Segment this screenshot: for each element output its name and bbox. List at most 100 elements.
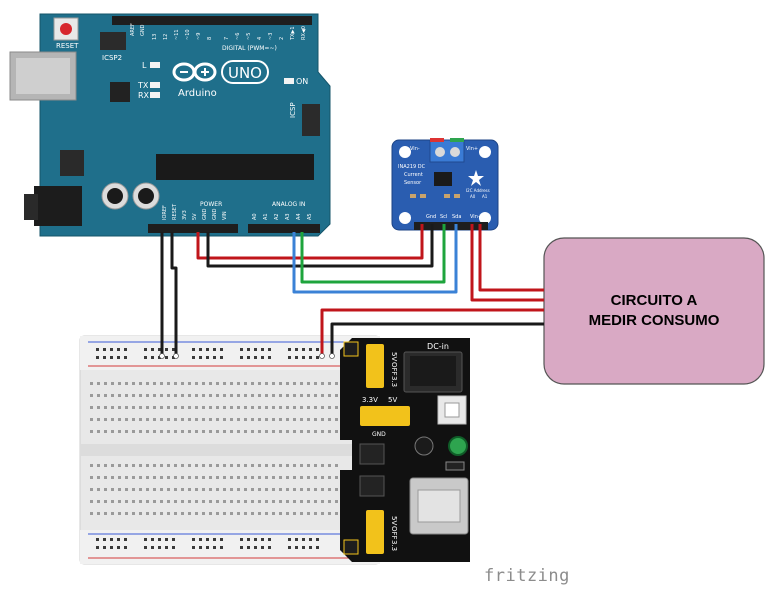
breadboard-hole <box>202 382 205 385</box>
breadboard-hole <box>188 488 191 491</box>
breadboard-hole <box>90 464 93 467</box>
breadboard-hole <box>300 488 303 491</box>
breadboard-hole <box>272 500 275 503</box>
breadboard-hole <box>254 546 257 549</box>
breadboard-hole <box>295 546 298 549</box>
breadboard-hole <box>96 546 99 549</box>
breadboard-hole <box>328 406 331 409</box>
breadboard-hole <box>316 356 319 359</box>
breadboard-hole <box>97 500 100 503</box>
breadboard-hole <box>111 430 114 433</box>
breadboard-hole <box>279 382 282 385</box>
breadboard-hole <box>328 488 331 491</box>
breadboard-hole <box>220 348 223 351</box>
breadboard-hole <box>286 500 289 503</box>
breadboard-hole <box>335 464 338 467</box>
breadboard-hole <box>125 476 128 479</box>
breadboard-hole <box>111 418 114 421</box>
breadboard-hole <box>172 538 175 541</box>
breadboard-hole <box>199 546 202 549</box>
breadboard-hole <box>97 394 100 397</box>
breadboard-hole <box>117 538 120 541</box>
vin-minus-label: Vin- <box>410 146 420 152</box>
sensor-pin-vcc: Vcc <box>402 214 411 220</box>
breadboard-hole <box>118 430 121 433</box>
breadboard-hole <box>261 546 264 549</box>
breadboard-hole <box>111 382 114 385</box>
breadboard-hole <box>223 500 226 503</box>
breadboard-hole <box>300 406 303 409</box>
breadboard-hole <box>268 356 271 359</box>
breadboard-hole <box>195 476 198 479</box>
led-tx-label: TX <box>137 81 149 90</box>
breadboard-hole <box>97 476 100 479</box>
breadboard-hole <box>202 476 205 479</box>
analog-pin-label: A0 <box>252 213 258 220</box>
sensor-title-1: INA219 DC <box>398 164 426 170</box>
breadboard-hole <box>230 418 233 421</box>
breadboard-hole <box>314 382 317 385</box>
breadboard-hole <box>188 464 191 467</box>
digital-pin-label: 12 <box>163 34 169 40</box>
breadboard-hole <box>223 512 226 515</box>
breadboard-hole <box>118 382 121 385</box>
wire-arduino-5v-to-sensor-vcc <box>196 224 424 260</box>
breadboard-hole <box>328 512 331 515</box>
wire-arduino-a4-to-sensor-sda <box>292 224 458 294</box>
breadboard-hole <box>111 406 114 409</box>
breadboard-hole <box>151 546 154 549</box>
breadboard-hole <box>293 430 296 433</box>
breadboard-hole <box>146 430 149 433</box>
breadboard-hole <box>125 500 128 503</box>
breadboard-hole <box>209 512 212 515</box>
breadboard-hole <box>174 488 177 491</box>
breadboard-hole <box>167 476 170 479</box>
breadboard-hole <box>272 382 275 385</box>
breadboard-hole <box>202 500 205 503</box>
breadboard-hole <box>258 418 261 421</box>
breadboard-hole <box>240 538 243 541</box>
digital-pin-label: ~9 <box>196 33 202 40</box>
breadboard-hole <box>132 500 135 503</box>
breadboard-hole <box>272 406 275 409</box>
breadboard-hole <box>195 512 198 515</box>
breadboard-hole <box>265 382 268 385</box>
breadboard-hole <box>244 430 247 433</box>
breadboard-hole <box>230 488 233 491</box>
breadboard-hole <box>111 488 114 491</box>
sensor-title-2: Current <box>404 172 423 178</box>
wires <box>160 224 544 356</box>
breadboard-hole <box>328 382 331 385</box>
analog-pin-label: A5 <box>307 213 313 220</box>
breadboard-hole <box>104 464 107 467</box>
breadboard-hole <box>151 538 154 541</box>
breadboard-hole <box>321 418 324 421</box>
breadboard-hole <box>321 512 324 515</box>
breadboard-hole <box>237 500 240 503</box>
breadboard-hole <box>316 546 319 549</box>
breadboard-hole <box>153 394 156 397</box>
breadboard-hole <box>174 382 177 385</box>
breadboard-hole <box>153 418 156 421</box>
label-33v: 3.3V <box>362 396 378 404</box>
breadboard-hole <box>261 356 264 359</box>
breadboard-hole <box>265 430 268 433</box>
breadboard-hole <box>146 500 149 503</box>
breadboard-hole <box>132 476 135 479</box>
breadboard-hole <box>111 500 114 503</box>
breadboard-hole <box>160 406 163 409</box>
breadboard-hole <box>158 546 161 549</box>
breadboard-hole <box>216 500 219 503</box>
wire-breadboard-to-load-gnd <box>330 322 544 356</box>
selector-off-top: OFF <box>390 362 398 376</box>
breadboard-hole <box>286 512 289 515</box>
breadboard-hole <box>240 356 243 359</box>
breadboard-hole <box>230 512 233 515</box>
breadboard-hole <box>188 418 191 421</box>
breadboard-hole <box>124 546 127 549</box>
breadboard-hole <box>146 382 149 385</box>
breadboard-hole <box>188 500 191 503</box>
